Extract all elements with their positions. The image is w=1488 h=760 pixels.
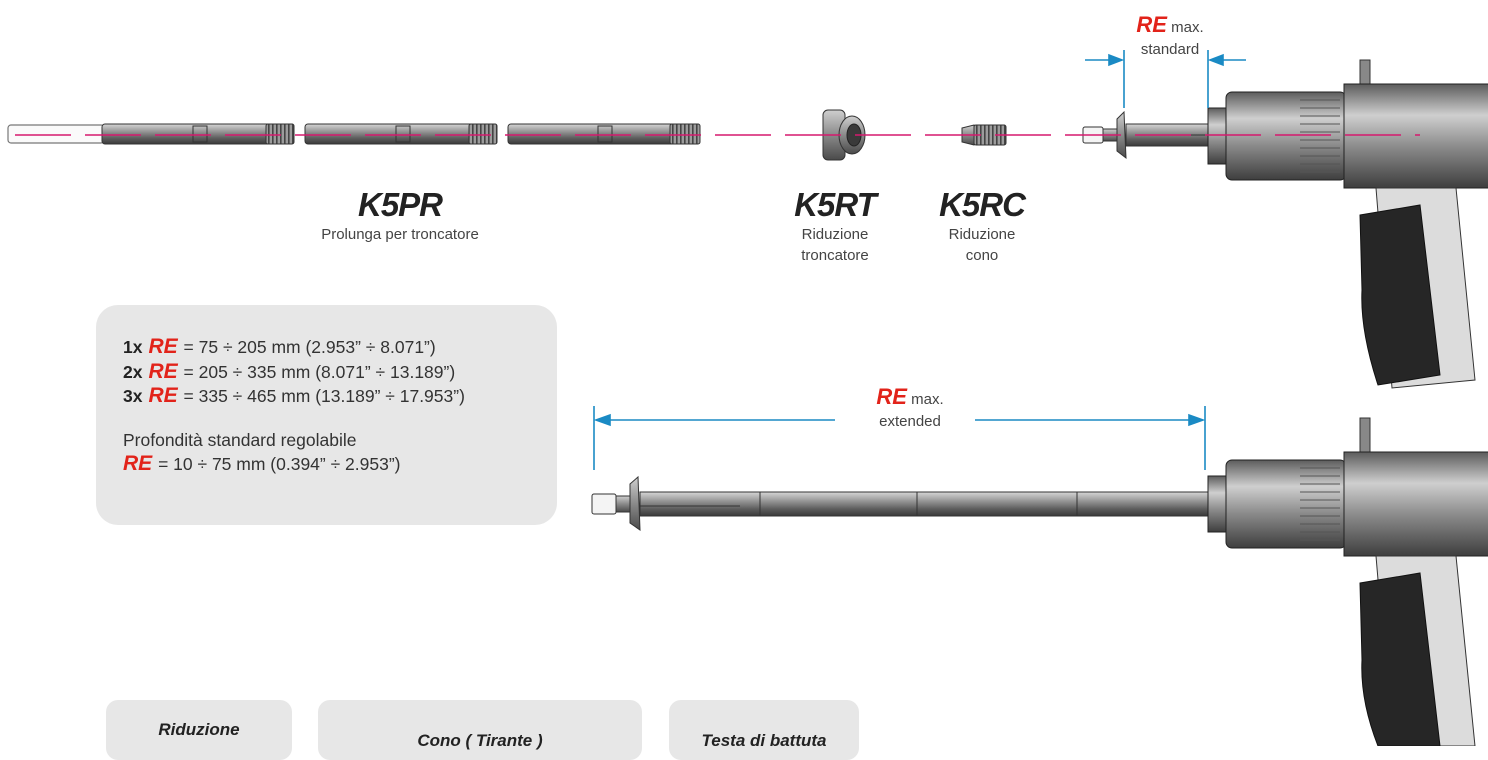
re-label: RE bbox=[1136, 12, 1167, 37]
k5pr-rods bbox=[7, 123, 701, 145]
standard-depth-row: RE = 10 ÷ 75 mm (0.394” ÷ 2.953”) bbox=[123, 452, 557, 477]
product-code: K5RT bbox=[794, 186, 877, 223]
product-description: troncatore bbox=[801, 247, 869, 264]
spec-range: = 205 ÷ 335 mm (8.071” ÷ 13.189”) bbox=[183, 361, 456, 382]
product-description: Riduzione bbox=[801, 226, 869, 243]
tab-label: Riduzione bbox=[158, 720, 240, 739]
standard-depth-title: Profondità standard regolabile bbox=[123, 429, 357, 450]
standard-label: standard bbox=[1140, 41, 1200, 58]
spec-range: = 335 ÷ 465 mm (13.189” ÷ 17.953”) bbox=[183, 386, 465, 406]
product-code: K5PR bbox=[357, 186, 443, 223]
tab-riduzione: Riduzione bbox=[106, 700, 292, 760]
spec-range: = 75 ÷ 205 mm (2.953” ÷ 8.071”) bbox=[183, 337, 436, 357]
tool-top-body bbox=[1207, 59, 1488, 389]
product-code: K5RC bbox=[939, 186, 1026, 223]
tool-bottom-rod bbox=[591, 475, 1211, 531]
annotation-re-extended: RE max. extended bbox=[855, 386, 965, 433]
dimension-standard bbox=[1085, 50, 1246, 108]
tab-label: Cono ( Tirante ) bbox=[417, 731, 543, 750]
max-label: max. bbox=[911, 391, 944, 408]
re-label: RE bbox=[876, 384, 907, 409]
spec-qty: 1x bbox=[123, 337, 143, 357]
spec-qty: 3x bbox=[123, 386, 143, 406]
product-k5rc: K5RC Riduzione cono bbox=[927, 186, 1037, 266]
product-description: Riduzione bbox=[948, 226, 1016, 243]
re-label: RE bbox=[148, 335, 178, 358]
product-description: Prolunga per troncatore bbox=[321, 226, 479, 243]
tab-cono-tirante: Cono ( Tirante ) bbox=[318, 700, 642, 760]
annotation-re-standard: RE max. standard bbox=[1122, 14, 1218, 61]
product-k5pr: K5PR Prolunga per troncatore bbox=[290, 186, 510, 245]
tool-bottom-body bbox=[1207, 417, 1488, 746]
max-label: max. bbox=[1171, 19, 1204, 36]
dimension-extended bbox=[593, 406, 1206, 470]
re-label: RE bbox=[148, 384, 178, 407]
tab-label: Testa di battuta bbox=[701, 731, 827, 750]
product-description: cono bbox=[965, 247, 999, 264]
re-label: RE bbox=[148, 359, 178, 383]
spec-range: = 10 ÷ 75 mm (0.394” ÷ 2.953”) bbox=[158, 454, 401, 474]
extended-label: extended bbox=[879, 413, 941, 430]
re-label: RE bbox=[123, 452, 153, 475]
tab-testa-di-battuta: Testa di battuta bbox=[669, 700, 859, 760]
product-k5rt: K5RT Riduzione troncatore bbox=[780, 186, 890, 266]
spec-qty: 2x bbox=[123, 361, 143, 382]
